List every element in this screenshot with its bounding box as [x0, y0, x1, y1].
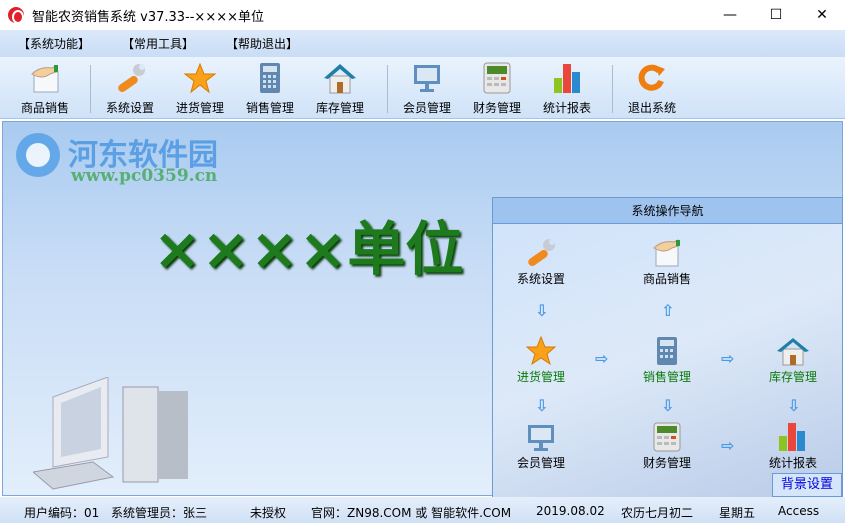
- menu-common-tools[interactable]: 【常用工具】: [122, 37, 195, 51]
- nav-purchase-management[interactable]: 进货管理: [501, 332, 581, 385]
- house-icon: [305, 61, 375, 95]
- star-icon: [165, 61, 235, 95]
- monitor-icon: [501, 418, 581, 452]
- date: 2019.08.02: [536, 504, 605, 518]
- toolbar-member-management[interactable]: 会员管理: [392, 61, 462, 116]
- navigation-panel: 系统操作导航 系统设置 商品销售 ⇩ ⇧ 进货管理 ⇨ 销售管理 ⇨ 库存管理 …: [492, 197, 843, 498]
- computer-illustration-icon: [33, 377, 188, 490]
- arrow-right-icon: ⇨: [595, 349, 609, 368]
- nav-member-management[interactable]: 会员管理: [501, 418, 581, 471]
- nav-inventory-management[interactable]: 库存管理: [753, 332, 833, 385]
- company-banner: ××××单位: [153, 215, 464, 283]
- cash-register-icon: [627, 418, 707, 452]
- watermark-logo-icon: [16, 133, 60, 177]
- admin-name: 系统管理员：张三: [111, 506, 208, 520]
- exit-icon: [617, 61, 687, 95]
- menu-bar: 【系统功能】 【常用工具】 【帮助退出】: [0, 30, 845, 57]
- toolbar-sales-management[interactable]: 销售管理: [235, 61, 305, 116]
- background-settings-button[interactable]: 背景设置: [772, 473, 842, 497]
- user-code: 用户编码：01: [24, 506, 100, 520]
- hand-paper-icon: [10, 61, 80, 95]
- calculator-icon: [235, 61, 305, 95]
- toolbar-statistics-report[interactable]: 统计报表: [532, 61, 602, 116]
- window-title: 智能农资销售系统 v37.33--××××单位: [32, 9, 264, 25]
- toolbar-inventory-management[interactable]: 库存管理: [305, 61, 375, 116]
- arrow-right-icon: ⇨: [721, 436, 735, 455]
- lunar-date: 农历七月初二: [621, 506, 694, 520]
- status-bar: 用户编码：01 系统管理员：张三 未授权 官网：ZN98.COM 或 智能软件.…: [0, 497, 845, 523]
- arrow-down-icon: ⇩: [787, 396, 801, 415]
- nav-finance-management[interactable]: 财务管理: [627, 418, 707, 471]
- toolbar-product-sales[interactable]: 商品销售: [10, 61, 80, 116]
- nav-sales-management[interactable]: 销售管理: [627, 332, 707, 385]
- toolbar-separator: [612, 65, 613, 113]
- menu-system-functions[interactable]: 【系统功能】: [18, 37, 91, 51]
- close-button[interactable]: ✕: [816, 7, 828, 23]
- hand-paper-icon: [627, 234, 707, 268]
- monitor-icon: [392, 61, 462, 95]
- arrow-down-icon: ⇩: [535, 396, 549, 415]
- nav-panel-title: 系统操作导航: [493, 198, 842, 224]
- toolbar: 商品销售 系统设置 进货管理 销售管理 库存管理 会员管理 财务管理 统计报表 …: [0, 57, 845, 119]
- cash-register-icon: [462, 61, 532, 95]
- wrench-icon: [95, 61, 165, 95]
- toolbar-system-settings[interactable]: 系统设置: [95, 61, 165, 116]
- title-bar: 智能农资销售系统 v37.33--××××单位 — ☐ ✕: [0, 0, 845, 30]
- database-type: Access: [778, 504, 820, 518]
- toolbar-purchase-management[interactable]: 进货管理: [165, 61, 235, 116]
- house-icon: [753, 332, 833, 366]
- app-logo-icon: [8, 7, 24, 24]
- bar-chart-icon: [753, 418, 833, 452]
- toolbar-separator: [387, 65, 388, 113]
- toolbar-exit-system[interactable]: 退出系统: [617, 61, 687, 116]
- bar-chart-icon: [532, 61, 602, 95]
- arrow-down-icon: ⇩: [661, 396, 675, 415]
- nav-statistics-report[interactable]: 统计报表: [753, 418, 833, 471]
- arrow-down-icon: ⇩: [535, 301, 549, 320]
- menu-help-exit[interactable]: 【帮助退出】: [226, 37, 299, 51]
- nav-system-settings[interactable]: 系统设置: [501, 234, 581, 287]
- wrench-icon: [501, 234, 581, 268]
- nav-product-sales[interactable]: 商品销售: [627, 234, 707, 287]
- website: 官网：ZN98.COM 或 智能软件.COM: [311, 506, 512, 520]
- toolbar-separator: [90, 65, 91, 113]
- watermark: 河东软件园 www.pc0359.cn: [13, 130, 273, 190]
- toolbar-finance-management[interactable]: 财务管理: [462, 61, 532, 116]
- minimize-button[interactable]: —: [723, 7, 737, 23]
- arrow-up-icon: ⇧: [661, 301, 675, 320]
- star-icon: [501, 332, 581, 366]
- license-status: 未授权: [250, 506, 287, 520]
- maximize-button[interactable]: ☐: [769, 7, 783, 23]
- arrow-right-icon: ⇨: [721, 349, 735, 368]
- weekday: 星期五: [719, 506, 756, 520]
- calculator-icon: [627, 332, 707, 366]
